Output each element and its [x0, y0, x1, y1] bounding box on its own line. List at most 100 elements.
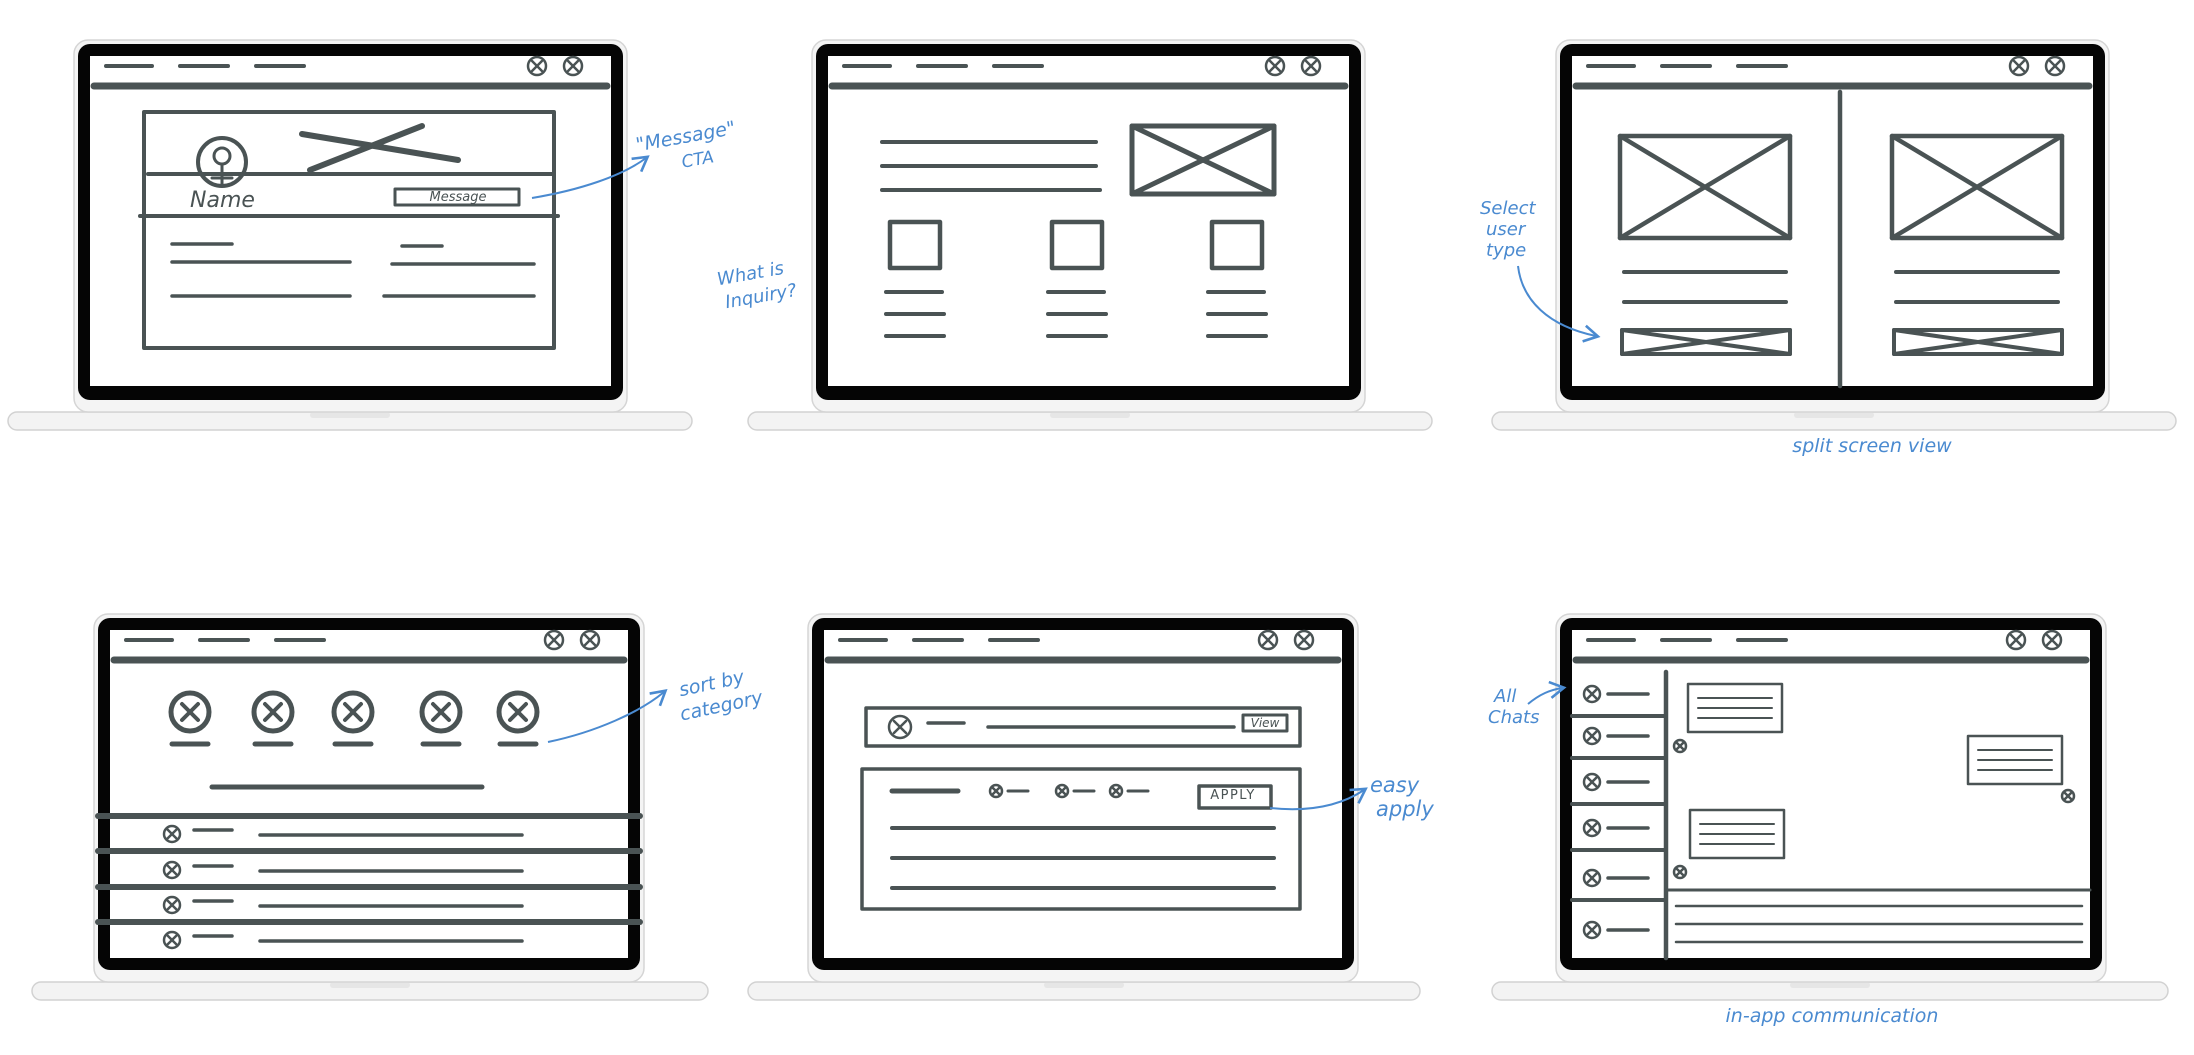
- note-inquiry: What is Inquiry?: [716, 256, 799, 314]
- hero-image-placeholder: [1129, 123, 1277, 197]
- window-control-icon: [1300, 55, 1322, 77]
- x-icon-stroke: [547, 633, 561, 647]
- note-user-type-arrow: [1517, 265, 1601, 343]
- job-card: [860, 767, 1302, 911]
- message-avatar-icon: [1672, 738, 1688, 754]
- note-sort-arrow: [547, 689, 668, 743]
- x-icon-stroke: [583, 633, 597, 647]
- message-button-label: Message: [430, 190, 487, 205]
- apply-button-label: APPLY: [1210, 788, 1256, 803]
- view-button: [1241, 713, 1289, 733]
- x-icon-stroke: [892, 719, 908, 735]
- x-icon-stroke: [1268, 59, 1282, 73]
- select-button: [1892, 328, 2064, 356]
- x-icon-stroke: [1111, 786, 1121, 796]
- note-easy-apply-line-1: easy: [1370, 773, 1420, 797]
- window-control-icon: [526, 55, 548, 77]
- profile-name-label: Name: [190, 188, 255, 213]
- panel-chat: [1570, 629, 2092, 961]
- x-icon-stroke: [1261, 633, 1275, 647]
- sketch-labels: Name Message View APPLY: [190, 188, 1280, 803]
- placeholder-cross: [1620, 328, 1792, 356]
- avatar: [196, 136, 248, 188]
- x-icon-stroke: [2009, 633, 2023, 647]
- category-icon-stroke: [343, 702, 363, 722]
- select-button: [1620, 328, 1792, 356]
- x-icon-stroke: [1297, 633, 1311, 647]
- list-row-icon: [162, 895, 182, 915]
- x-icon-stroke: [2063, 791, 2073, 801]
- message-bubble: [1688, 808, 1786, 860]
- x-icon-stroke: [1586, 730, 1598, 742]
- placeholder-cross: [1617, 133, 1793, 241]
- note-user-type-line-2: user: [1486, 219, 1527, 240]
- laptop-frames: [7, 39, 2177, 1001]
- window-control-icon: [2005, 629, 2027, 651]
- x-icon-stroke: [1057, 786, 1067, 796]
- profile-card: [142, 110, 556, 350]
- note-all-chats: All Chats: [1488, 686, 1539, 728]
- note-message-cta: "Message" CTA: [634, 116, 747, 180]
- x-icon-stroke: [1304, 59, 1318, 73]
- filter-icon: [1108, 783, 1124, 799]
- list-row-icon: [162, 860, 182, 880]
- x-icon-stroke: [1586, 924, 1598, 936]
- category-icon: [419, 690, 463, 734]
- x-icon-stroke: [1586, 822, 1598, 834]
- search-result-card: [864, 706, 1302, 748]
- feature-card: [1049, 219, 1105, 271]
- panel-user-type: [1572, 55, 2093, 389]
- x-icon-stroke: [1675, 741, 1685, 751]
- cover-image-scribble: [307, 123, 425, 173]
- list-row-icon: [162, 930, 182, 950]
- note-all-chats-arrow: [1527, 680, 1567, 705]
- user-type-image-placeholder: [1617, 133, 1793, 241]
- category-icon-stroke: [263, 702, 283, 722]
- window-control-icon: [2008, 55, 2030, 77]
- wireframe-ink: [90, 55, 2093, 961]
- placeholder-cross: [1129, 123, 1277, 197]
- apply-button: [1197, 784, 1273, 810]
- note-message-arrow: [531, 155, 650, 199]
- chat-avatar-icon: [1582, 818, 1602, 838]
- category-icon: [331, 690, 375, 734]
- note-message-cta-line-1: "Message": [634, 117, 737, 156]
- chat-avatar-icon: [1582, 868, 1602, 888]
- window-control-icon: [1293, 629, 1315, 651]
- x-icon-stroke: [1586, 776, 1598, 788]
- note-select-user-type: Select user type: [1480, 198, 1541, 261]
- note-user-type-line-3: type: [1486, 240, 1526, 261]
- user-type-image-placeholder: [1889, 133, 2065, 241]
- chat-avatar-icon: [1582, 920, 1602, 940]
- category-icon: [168, 690, 212, 734]
- message-avatar-icon: [2060, 788, 2076, 804]
- x-icon-stroke: [166, 828, 178, 840]
- feature-card: [887, 219, 943, 271]
- chat-avatar-icon: [1582, 684, 1602, 704]
- caption-in-app-communication: in-app communication: [1726, 1005, 1939, 1027]
- filter-icon: [1054, 783, 1070, 799]
- note-all-chats-line-2: Chats: [1488, 707, 1539, 728]
- list-row-icon: [162, 824, 182, 844]
- laptop-2: [747, 39, 1433, 431]
- placeholder-cross: [1892, 328, 2064, 356]
- message-button: [393, 187, 521, 207]
- category-icon: [496, 690, 540, 734]
- x-icon-stroke: [166, 864, 178, 876]
- laptop-3: [1491, 39, 2177, 431]
- x-icon-stroke: [2048, 59, 2062, 73]
- panel-inquiry: [828, 55, 1349, 338]
- panel-apply: [824, 629, 1342, 911]
- note-easy-apply-line-2: apply: [1376, 797, 1434, 821]
- x-icon-stroke: [166, 934, 178, 946]
- window-control-icon: [2041, 629, 2063, 651]
- note-all-chats-line-1: All: [1493, 686, 1516, 707]
- note-message-cta-line-2: CTA: [680, 147, 715, 172]
- cover-image-scribble: [299, 131, 461, 163]
- view-button-label: View: [1251, 716, 1280, 730]
- x-icon-stroke: [566, 59, 580, 73]
- window-control-icon: [562, 55, 584, 77]
- note-easy-apply: easy apply: [1370, 773, 1434, 821]
- x-icon-stroke: [1586, 872, 1598, 884]
